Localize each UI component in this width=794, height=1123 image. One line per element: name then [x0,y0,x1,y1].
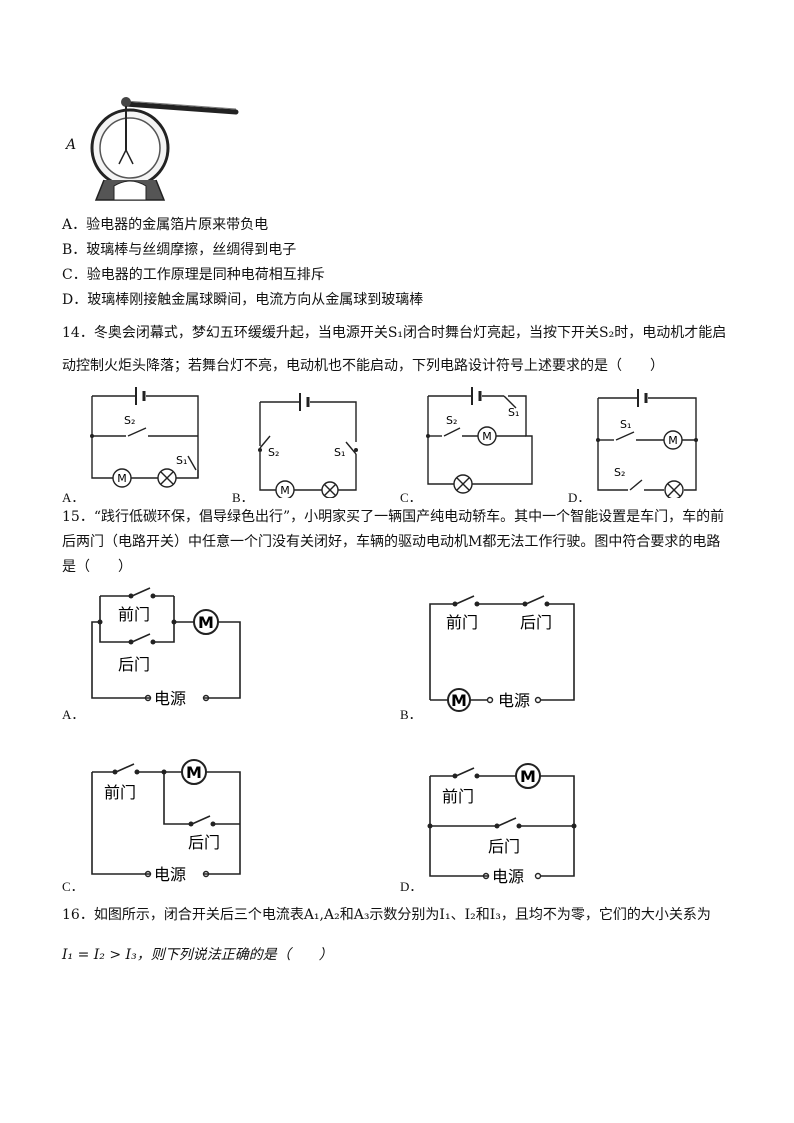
switch-s2-label: S₂ [124,414,135,427]
q15-letter-c: C． [62,879,84,894]
switch-s1-label: S₁ [176,454,187,467]
switch-s2-label: S₂ [268,446,279,459]
switch-s1-label: S₁ [334,446,345,459]
motor-label: M [451,691,467,710]
q14-line1: 14．冬奥会闭幕式，梦幻五环缓缓升起，当电源开关S₁闭合时舞台灯亮起，当按下开关… [62,325,727,341]
q14-circuit-c: M S₂ S₁ [426,387,533,494]
figure-label-a: A [66,137,77,153]
power-label: 电源 [492,867,524,886]
q14-letter-d: D． [568,490,591,505]
switch-s1-label: S₁ [620,418,631,431]
switch-s2-label: S₂ [446,414,457,427]
q14-letter-a: A． [62,490,85,505]
q16-line1: 16．如图所示，闭合开关后三个电流表A₁,A₂和A₃示数分别为I₁、I₂和I₃，… [62,907,711,923]
motor-label: M [520,767,536,786]
q15-circuit-c: M 前门 后门 电源 [91,759,241,884]
front-door-label: 前门 [442,787,474,806]
power-label: 电源 [154,689,186,708]
front-door-label: 前门 [446,613,478,632]
q15-letter-d: D． [400,879,423,894]
q15-letter-b: B． [400,707,422,722]
q15-circuit-d: M 前门 后门 电源 [427,763,577,886]
motor-label: M [198,613,214,632]
q13-option-b: B．玻璃棒与丝绸摩擦，丝绸得到电子 [62,242,297,258]
switch-s2-label: S₂ [614,466,625,479]
q15-line1: 15．“践行低碳环保，倡导绿色出行”，小明家买了一辆国产纯电动轿车。其中一个智能… [62,509,725,525]
power-label: 电源 [498,691,530,710]
switch-s1-label: S₁ [508,406,519,419]
motor-label: M [668,434,678,447]
q14-circuit-a: M S₂ S₁ [90,387,199,488]
motor-label: M [482,430,492,443]
motor-label: M [117,472,127,485]
q13-option-a: A．验电器的金属箔片原来带负电 [62,217,269,233]
motor-label: M [186,763,202,782]
back-door-label: 后门 [118,655,150,674]
q15-line3: 是（ ） [62,559,132,575]
q13-option-d: D．玻璃棒刚接触金属球瞬间，电流方向从金属球到玻璃棒 [62,292,424,308]
q16-line2: I₁ = I₂ > I₃，则下列说法正确的是（ ） [62,947,333,963]
electroscope-figure [64,88,244,208]
q13-option-c: C．验电器的工作原理是同种电荷相互排斥 [62,267,325,283]
motor-label: M [280,484,290,497]
power-label: 电源 [154,865,186,884]
back-door-label: 后门 [488,837,520,856]
back-door-label: 后门 [520,613,552,632]
front-door-label: 前门 [104,783,136,802]
q15-circuit-a: M 前门 后门 电源 [91,587,241,708]
q14-letter-c: C． [400,490,422,505]
front-door-label: 前门 [118,605,150,624]
q15-letter-a: A． [62,707,85,722]
q15-circuit-b: M 前门 后门 电源 [429,595,575,712]
q15-line2: 后两门（电路开关）中任意一个门没有关闭好，车辆的驱动电动机M都无法工作行驶。图中… [62,534,721,550]
q14-letter-b: B． [232,490,254,505]
back-door-label: 后门 [188,833,220,852]
q14-line2: 动控制火炬头降落；若舞台灯不亮，电动机也不能启动，下列电路设计符号上述要求的是（… [62,358,664,374]
electroscope-drawing [64,88,244,208]
q14-circuit-d: M S₁ S₂ [596,389,698,498]
q14-circuit-b: M S₂ S₁ [258,393,358,498]
